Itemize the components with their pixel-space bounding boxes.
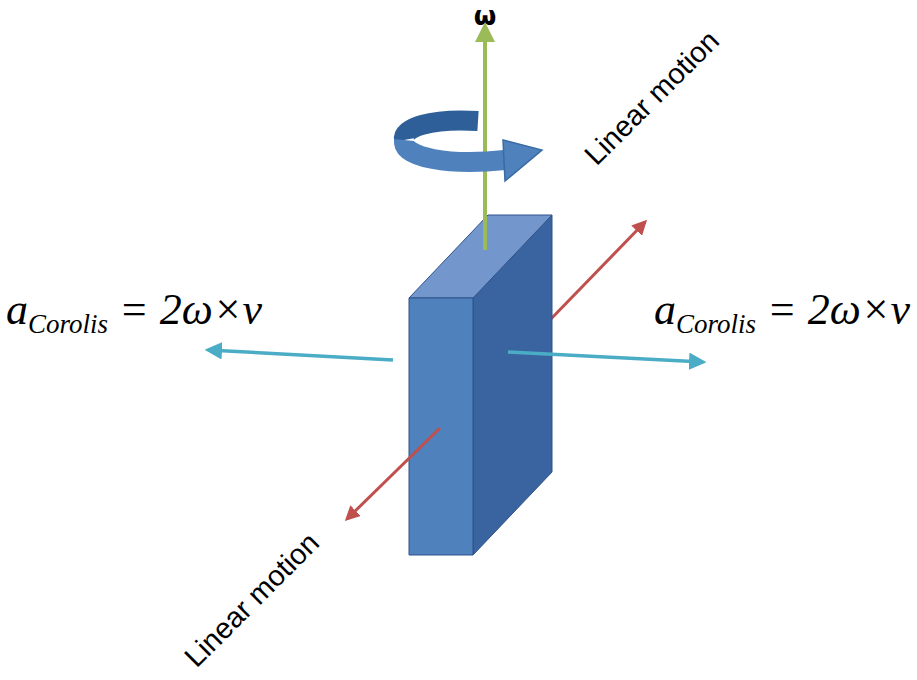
omega-axis-stub: [483, 190, 487, 250]
linear-motion-arrow: [548, 222, 645, 322]
omega-axis: [483, 26, 487, 250]
coriolis-arrow: [508, 352, 703, 362]
linear-motion-arrow: [347, 428, 440, 519]
formula-subscript: Corolis: [676, 309, 756, 339]
coriolis-formula: aCorolis = 2ω×v: [6, 284, 262, 340]
motion-label: Linear motion: [178, 526, 326, 674]
formula-symbol: a: [654, 285, 676, 334]
rotation-arrow: [404, 140, 505, 162]
block-top: [409, 215, 552, 298]
omega-label: ω: [474, 1, 497, 31]
rotation-arrow-back: [404, 120, 478, 140]
rotation-arrow-head: [503, 140, 542, 181]
formula-expression: = 2ω×v: [767, 285, 910, 334]
formula-symbol: a: [6, 285, 28, 334]
coriolis-formula: aCorolis = 2ω×v: [654, 284, 910, 340]
block-front: [409, 298, 473, 555]
coriolis-arrow: [208, 350, 393, 360]
formula-subscript: Corolis: [28, 309, 108, 339]
motion-label: Linear motion: [578, 24, 726, 172]
formula-expression: = 2ω×v: [119, 285, 262, 334]
